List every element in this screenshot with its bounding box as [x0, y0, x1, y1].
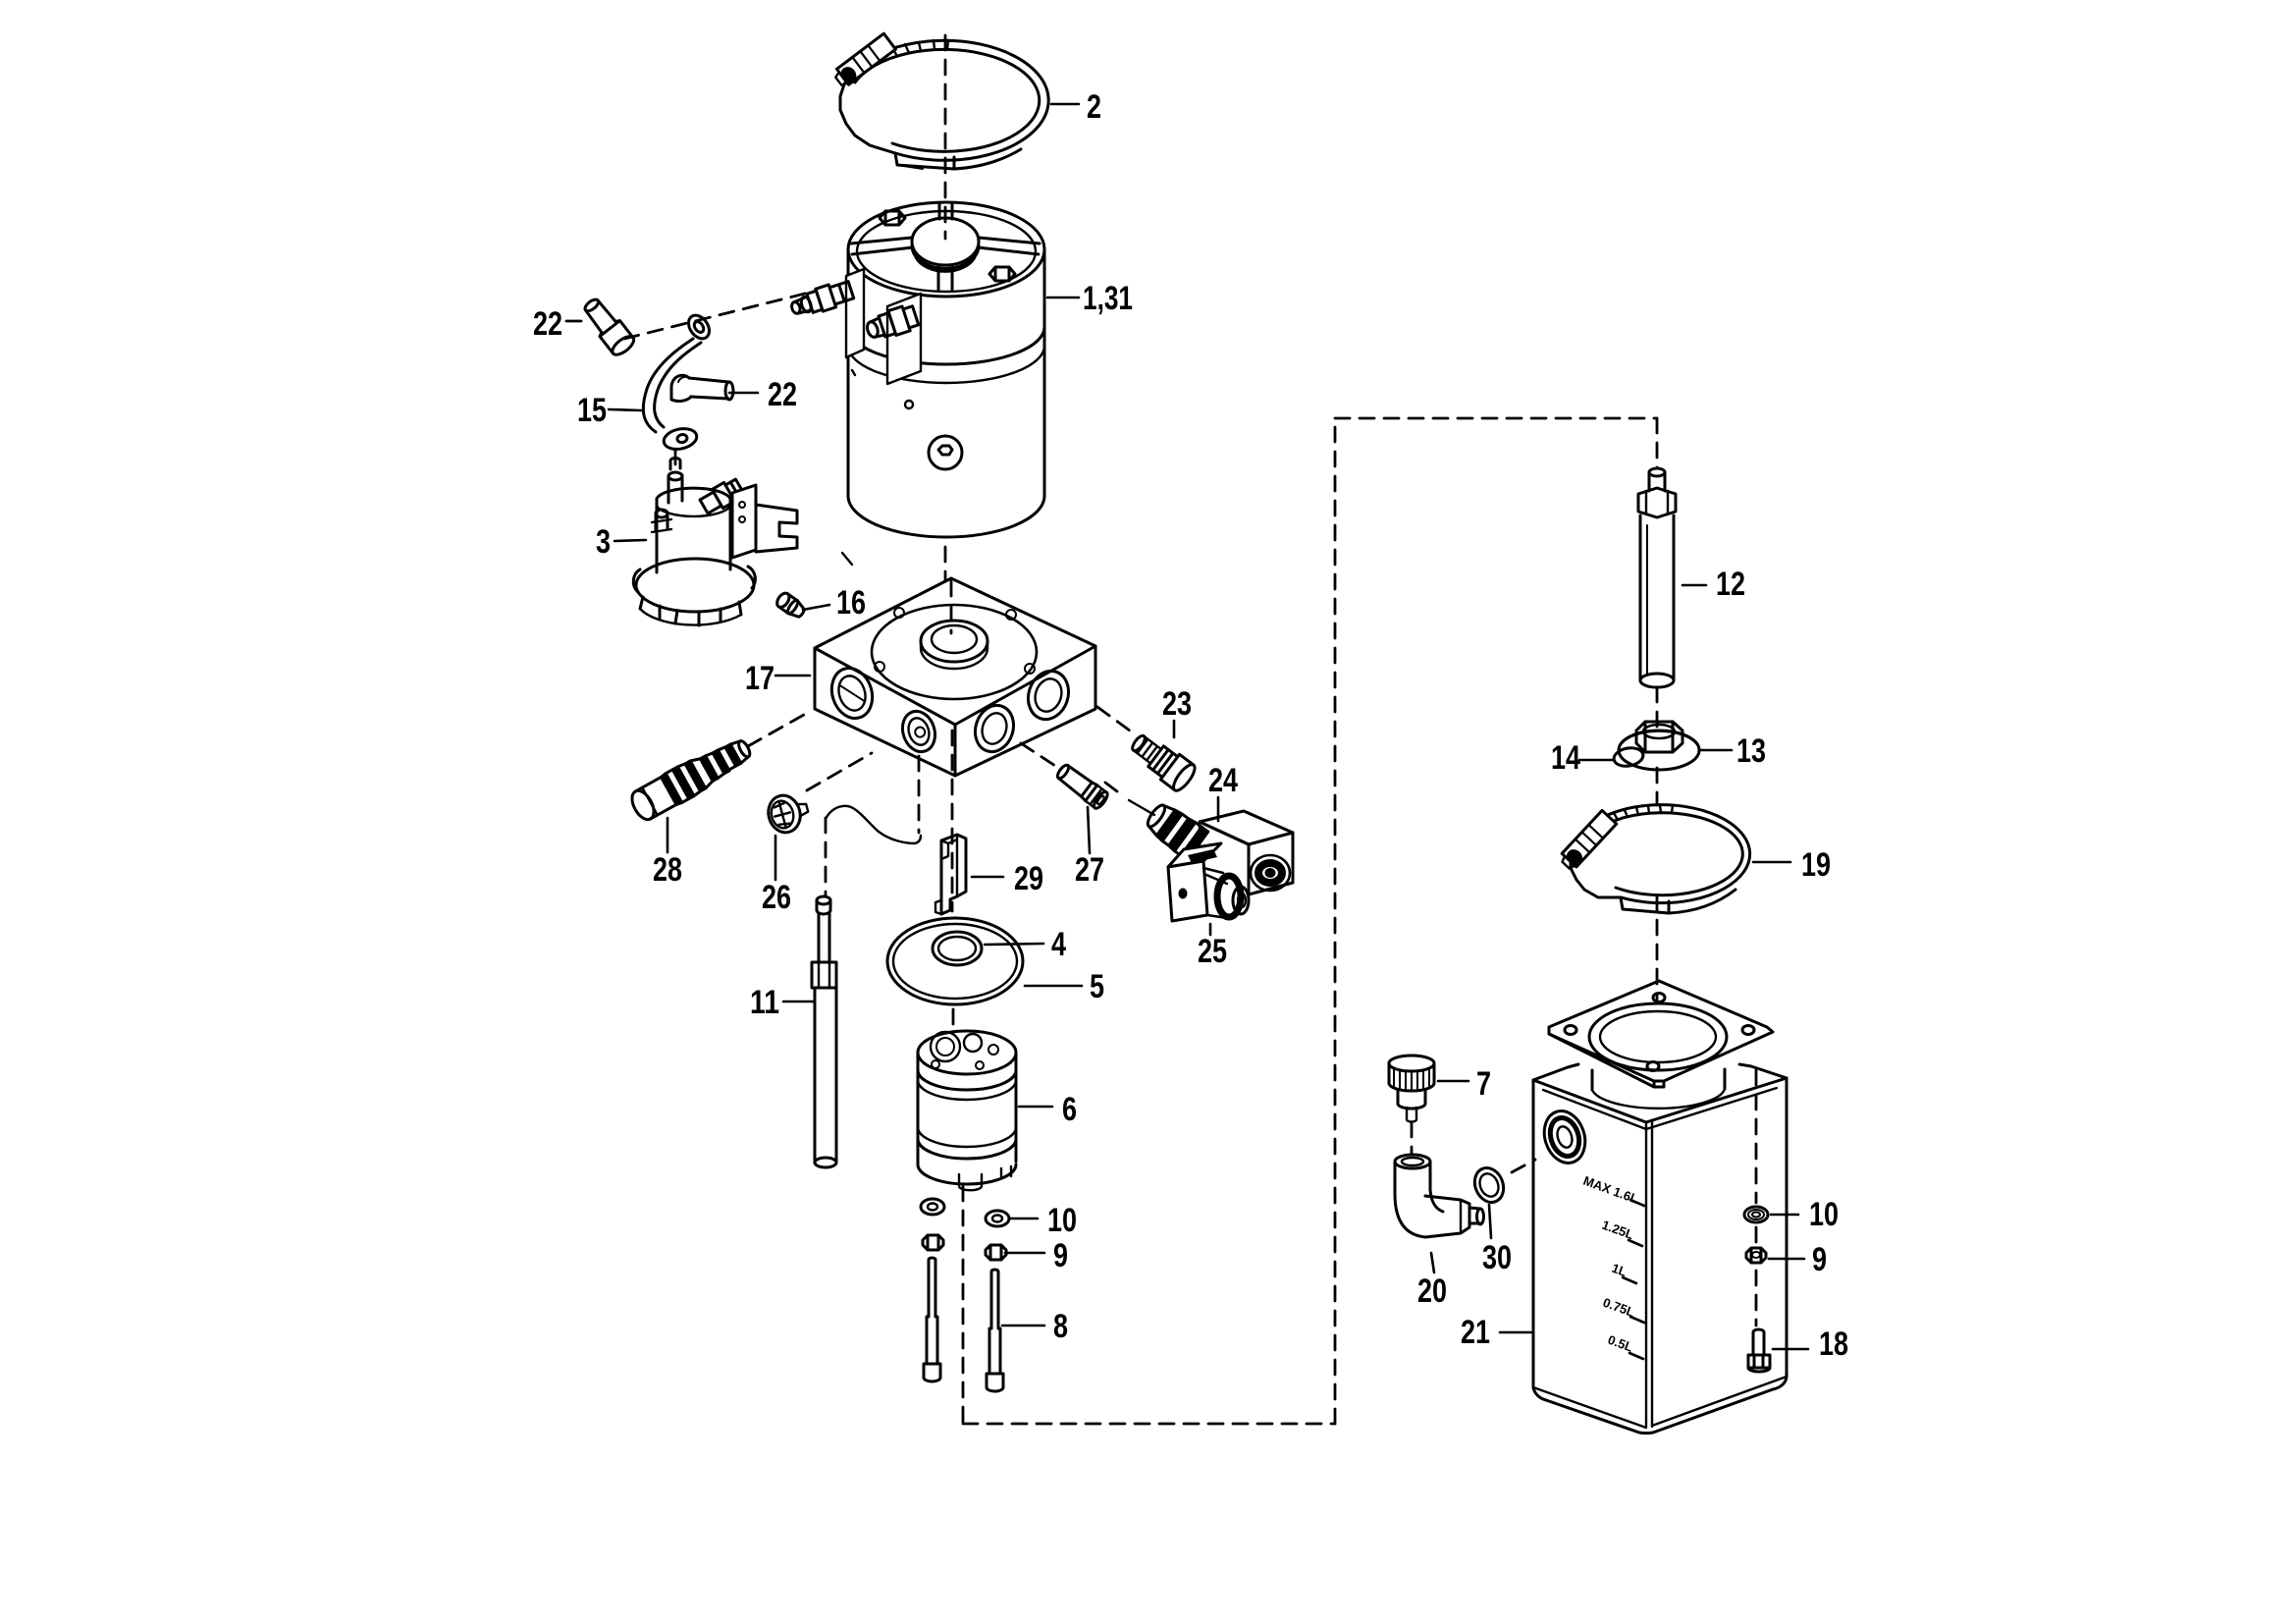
svg-text:16: 16 — [836, 584, 866, 622]
svg-text:6: 6 — [1062, 1091, 1077, 1128]
svg-text:18: 18 — [1819, 1326, 1848, 1363]
svg-text:29: 29 — [1014, 860, 1043, 897]
svg-text:21: 21 — [1461, 1314, 1490, 1351]
svg-text:9: 9 — [1053, 1237, 1068, 1274]
svg-text:23: 23 — [1162, 685, 1192, 723]
svg-text:13: 13 — [1736, 732, 1766, 770]
svg-text:12: 12 — [1716, 566, 1745, 603]
svg-text:30: 30 — [1482, 1239, 1512, 1276]
svg-text:15: 15 — [577, 392, 607, 429]
svg-text:19: 19 — [1801, 846, 1831, 884]
svg-text:22: 22 — [533, 305, 562, 343]
svg-text:10: 10 — [1047, 1202, 1077, 1239]
svg-text:9: 9 — [1812, 1241, 1827, 1278]
svg-text:14: 14 — [1551, 739, 1580, 777]
svg-text:28: 28 — [653, 851, 682, 889]
svg-text:17: 17 — [745, 660, 774, 697]
svg-text:27: 27 — [1075, 851, 1104, 889]
svg-text:5: 5 — [1090, 968, 1104, 1005]
svg-text:2: 2 — [1087, 88, 1101, 126]
svg-text:20: 20 — [1417, 1272, 1447, 1310]
svg-text:25: 25 — [1198, 933, 1227, 970]
svg-text:26: 26 — [762, 879, 791, 916]
svg-text:24: 24 — [1208, 762, 1238, 799]
svg-text:1L: 1L — [1610, 1261, 1629, 1279]
svg-text:3: 3 — [596, 523, 611, 561]
svg-text:7: 7 — [1476, 1065, 1491, 1103]
svg-text:11: 11 — [750, 984, 779, 1021]
svg-text:8: 8 — [1053, 1308, 1068, 1345]
svg-text:22: 22 — [768, 376, 797, 413]
svg-text:10: 10 — [1809, 1196, 1839, 1233]
svg-text:1,31: 1,31 — [1083, 280, 1133, 317]
svg-text:4: 4 — [1051, 926, 1066, 963]
